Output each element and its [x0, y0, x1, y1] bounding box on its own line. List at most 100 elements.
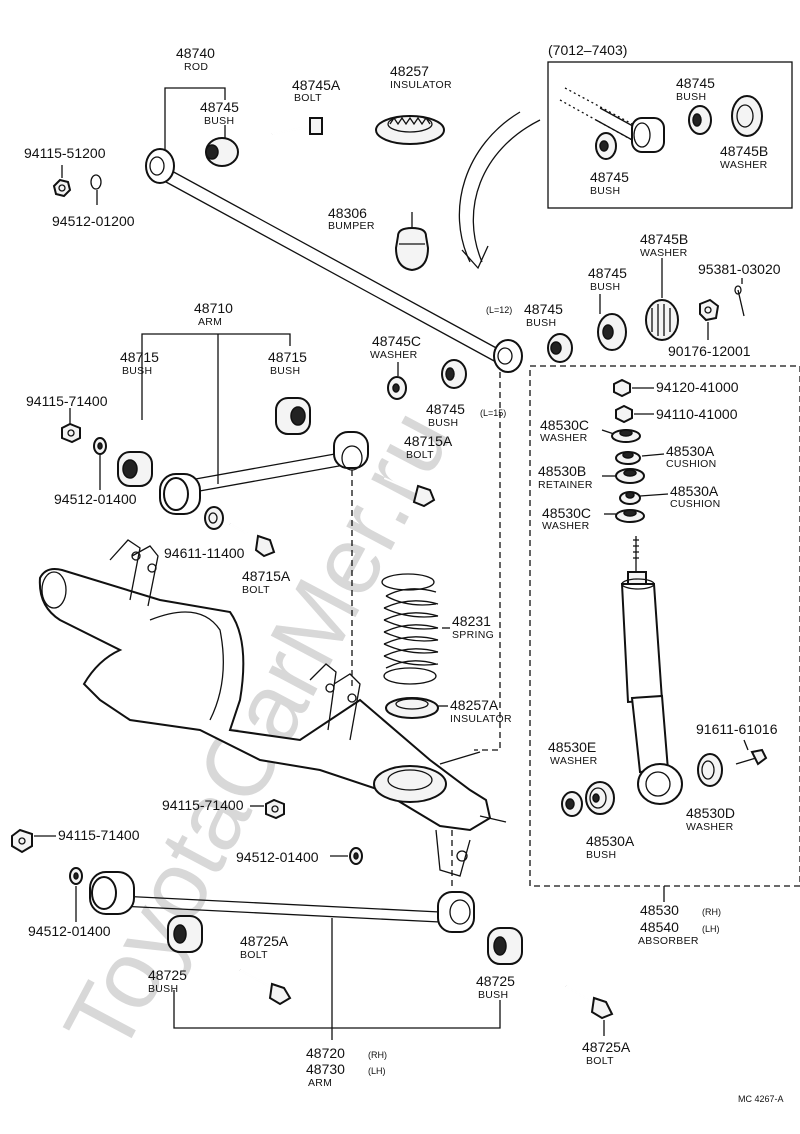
label-lh-730: (LH): [368, 1066, 386, 1076]
label-bush-right: BUSH: [270, 365, 300, 377]
label-bolt-left: BOLT: [242, 584, 270, 596]
label-bush-530a: BUSH: [586, 849, 616, 861]
label-48720: 48720: [306, 1045, 345, 1061]
label-bush-top: BUSH: [204, 115, 234, 127]
washer-94611-11400: [204, 506, 224, 530]
label-94115-71400-a: 94115-71400: [26, 393, 108, 409]
washer-94512-01400-c: [69, 867, 83, 885]
label-washer-c: WASHER: [370, 349, 418, 361]
washer-94512-01200: [90, 174, 102, 190]
label-48745-l12: 48745: [524, 301, 563, 317]
label-48530a-upper: 48530A: [666, 443, 715, 459]
label-94512-01400-b: 94512-01400: [236, 849, 319, 865]
bumper-48306: [394, 212, 430, 272]
label-48530c-lower: 48530C: [542, 505, 591, 521]
nut-94120-41000: [613, 378, 631, 398]
label-48530c-upper: 48530C: [540, 417, 589, 433]
label-l15: (L=15): [480, 408, 506, 418]
label-bush-left: BUSH: [122, 365, 152, 377]
bolt-48715a-left: [229, 523, 276, 558]
label-spring: SPRING: [452, 629, 494, 641]
nut-94110-41000: [615, 404, 633, 424]
washer-48745c: [387, 376, 407, 400]
label-bush-725-left: BUSH: [148, 983, 178, 995]
label-48745b-mid: 48745B: [640, 231, 688, 247]
bush-48745-c: [441, 359, 467, 389]
label-absorber: ABSORBER: [638, 935, 699, 947]
label-bush-l12: BUSH: [526, 317, 556, 329]
inset-frame: [547, 61, 793, 209]
label-48715a-left: 48715A: [242, 568, 291, 584]
bush-48725-right: [487, 927, 523, 965]
label-bush-inset-b: BUSH: [590, 185, 620, 197]
washer-48530e: [561, 791, 583, 817]
label-bush-mid: BUSH: [590, 281, 620, 293]
arrow-head-icon: [461, 245, 489, 270]
label-94115-71400-b: 94115-71400: [162, 797, 244, 813]
label-cushion-upper: CUSHION: [666, 458, 717, 470]
label-48715-right: 48715: [268, 349, 307, 365]
label-washer-530c-upper: WASHER: [540, 432, 588, 444]
label-94115-51200: 94115-51200: [24, 145, 106, 161]
bush-48715-right: [275, 397, 311, 435]
label-48725a-left: 48725A: [240, 933, 289, 949]
nut-90176-12001: [699, 298, 720, 322]
label-bush-725-right: BUSH: [478, 989, 508, 1001]
bolt-48725a-left: [239, 969, 292, 1006]
absorber-group-frame: [529, 365, 800, 887]
lower-arm-48720: [89, 871, 475, 933]
lateral-rod-48740: [145, 148, 523, 373]
washer-94512-01400-a: [93, 437, 107, 455]
label-48530d: 48530D: [686, 805, 735, 821]
label-48530a-bush: 48530A: [586, 833, 635, 849]
label-washer-inset: WASHER: [720, 159, 768, 171]
bush-48745-top: [205, 137, 239, 167]
pin-95381-03020: [734, 285, 745, 317]
label-retainer: RETAINER: [538, 479, 593, 491]
insulator-48257a: [385, 697, 439, 719]
label-91611-61016: 91611-61016: [696, 721, 778, 737]
label-48745-inset-a: 48745: [676, 75, 715, 91]
nut-94115-51200: [52, 178, 72, 198]
cushion-48530a-lower: [619, 491, 641, 505]
inset-7012-7403: (7012–7403) 48745 BUSH 48745B WASHER 487…: [547, 42, 793, 209]
label-insulator-top: INSULATOR: [390, 79, 452, 91]
label-94512-01400-a: 94512-01400: [54, 491, 137, 507]
label-48530: 48530: [640, 902, 679, 918]
label-l12: (L=12): [486, 305, 512, 315]
label-48710: 48710: [194, 300, 233, 316]
label-94120-41000: 94120-41000: [656, 379, 739, 395]
bolt-91611-61016: [735, 748, 768, 766]
label-48715-left: 48715: [120, 349, 159, 365]
washer-94512-01400-b: [349, 847, 363, 865]
label-94611-11400: 94611-11400: [164, 545, 245, 561]
inset-rod-eye: [631, 117, 665, 153]
washer-48745b-mid: [645, 299, 679, 341]
upper-arm-48710: [159, 431, 369, 515]
label-48257a: 48257A: [450, 697, 499, 713]
label-bush-inset-a: BUSH: [676, 91, 706, 103]
label-washer-530c-lower: WASHER: [542, 520, 590, 532]
label-48740: 48740: [176, 45, 215, 61]
label-90176-12001: 90176-12001: [668, 343, 751, 359]
label-washer-mid: WASHER: [640, 247, 688, 259]
axle-housing: [38, 539, 507, 877]
label-48745-c: 48745: [426, 401, 465, 417]
inset-washer-48745b: [731, 95, 763, 137]
bolt-48745a-top: [271, 117, 323, 135]
label-48725a-right: 48725A: [582, 1039, 631, 1055]
label-bolt-top: BOLT: [294, 92, 322, 104]
label-insulator-a: INSULATOR: [450, 713, 512, 725]
label-95381-03020: 95381-03020: [698, 261, 781, 277]
bush-48745-l12: [547, 333, 573, 363]
washer-48530d: [697, 753, 723, 787]
label-48745a-top: 48745A: [292, 77, 341, 93]
label-48730: 48730: [306, 1061, 345, 1077]
label-94512-01400-c: 94512-01400: [28, 923, 111, 939]
insulator-48257: [375, 115, 445, 145]
label-lh-540: (LH): [702, 924, 720, 934]
label-washer-530e: WASHER: [550, 755, 598, 767]
label-rh-530: (RH): [702, 907, 721, 917]
